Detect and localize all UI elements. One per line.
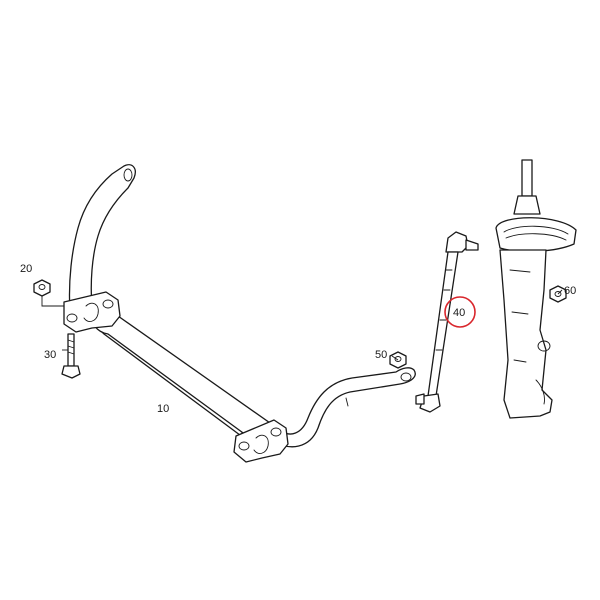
bolt-30[interactable] <box>61 333 81 379</box>
link-rod-40[interactable] <box>415 231 479 413</box>
callout-60: 60 <box>564 285 576 297</box>
right-bushing-clamp[interactable] <box>233 419 289 463</box>
callout-40: 40 <box>453 307 465 319</box>
nut-20[interactable] <box>33 279 51 297</box>
strut-assembly[interactable] <box>495 159 577 419</box>
callout-10: 10 <box>157 403 169 415</box>
callout-40-highlight-ring[interactable] <box>444 296 476 328</box>
left-bushing-clamp[interactable] <box>63 291 121 333</box>
stabilizer-bar[interactable] <box>68 164 416 448</box>
callout-30: 30 <box>44 349 56 361</box>
callout-50: 50 <box>375 349 387 361</box>
leader-lines <box>41 289 563 361</box>
callout-20: 20 <box>20 263 32 275</box>
